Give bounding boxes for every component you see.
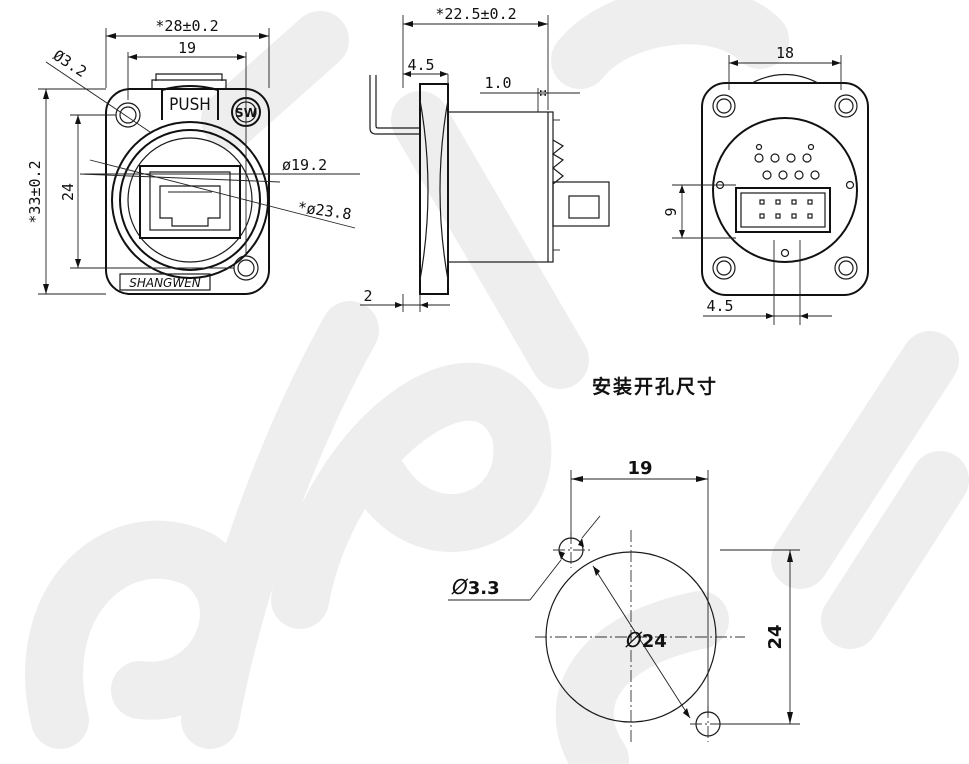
rj45-port-icon	[159, 185, 221, 227]
dim-overall-depth: *22.5±0.2	[435, 5, 516, 23]
dim-rear-height: 9	[662, 207, 680, 216]
side-view: *22.5±0.2 4.5 1.0 2	[360, 5, 610, 312]
rear-socket-block	[735, 187, 831, 233]
rear-round-body	[712, 117, 858, 263]
dim-inner-dia: ø19.2	[282, 156, 327, 174]
dim-hole-spacing: 19	[178, 39, 196, 57]
cutout-dim-vertical-spacing: 24	[765, 624, 786, 649]
push-latch	[161, 85, 219, 120]
dim-overall-width: *28±0.2	[155, 17, 218, 35]
dim-rear-width: 18	[776, 44, 794, 62]
rear-housing-outline	[701, 82, 869, 296]
inner-circle	[127, 137, 253, 263]
rear-contact-pins	[715, 143, 855, 258]
cutout-diagram: 安装开孔尺寸 19 24 Ø3.3 Ø24	[448, 375, 800, 745]
cutout-dim-hole-dia: Ø3.3	[451, 575, 500, 599]
dim-mount-hole-dia: Ø3.2	[50, 46, 90, 81]
rj45-socket	[139, 165, 241, 239]
rear-mount-hole-top-left	[712, 94, 736, 118]
front-housing-outline	[105, 88, 270, 295]
cutout-dim-hole-spacing: 19	[627, 458, 652, 479]
rear-plug	[552, 181, 610, 227]
dim-gap: 1.0	[484, 74, 511, 92]
dim-overall-height: *33±0.2	[26, 160, 44, 223]
dim-vertical-hole-spacing: 24	[59, 183, 77, 201]
cutout-title: 安装开孔尺寸	[592, 375, 718, 398]
front-view: PUSH SW SHANGWEN *28±0.2 19	[26, 17, 360, 295]
solder-tab	[369, 75, 420, 135]
rear-mount-hole-bottom-left	[712, 256, 736, 280]
rear-mount-hole-bottom-right	[834, 256, 858, 280]
rear-socket-pins	[759, 199, 813, 219]
rear-mount-hole-top-right	[834, 94, 858, 118]
cutout-dim-center-dia: Ø24	[625, 628, 667, 652]
rear-view: 18 9 4.5	[662, 44, 869, 325]
dim-rear-bottom: 4.5	[706, 297, 733, 315]
watermark	[25, 0, 969, 764]
brand-label: SHANGWEN	[129, 276, 201, 290]
brand-plate	[119, 273, 211, 291]
push-label: PUSH	[169, 95, 211, 115]
dim-outer-dia: *ø23.8	[296, 198, 352, 223]
outer-flange-circle	[111, 121, 269, 279]
dim-flange-thickness: 4.5	[407, 56, 434, 74]
dim-bottom: 2	[363, 287, 372, 305]
